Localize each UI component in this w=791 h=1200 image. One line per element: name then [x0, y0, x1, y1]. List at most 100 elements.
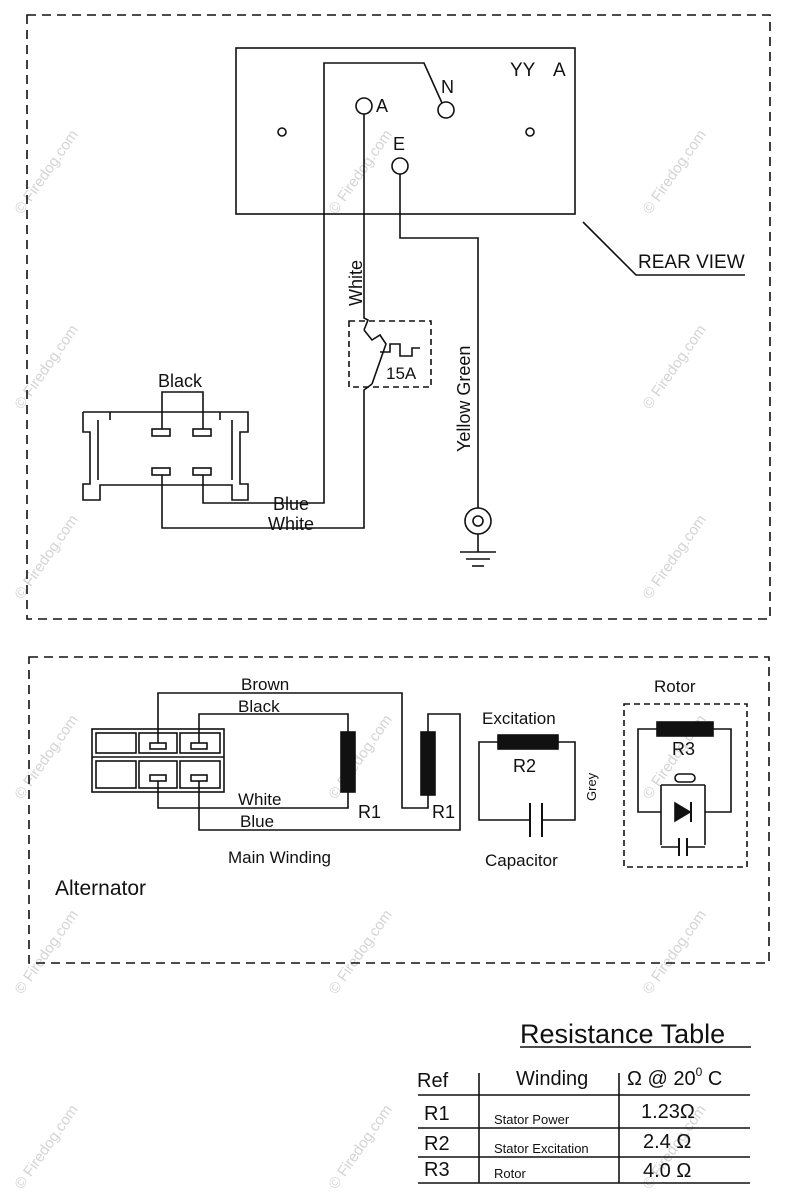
wire-white-lower [161, 383, 373, 529]
wire-black-label: Black [238, 697, 280, 716]
r1-left-label: R1 [358, 802, 381, 822]
connector-pin [149, 742, 167, 750]
connector-cell [179, 760, 221, 789]
yy-label: YY [510, 60, 536, 81]
resistance-table-lines [418, 1046, 751, 1184]
table-value: 4.0 Ω [643, 1160, 691, 1182]
r1-winding-right [420, 731, 436, 796]
r2-winding [497, 734, 559, 750]
rear-view-leader [582, 221, 745, 276]
black-jumper [161, 391, 204, 429]
table-winding: Stator Excitation [494, 1141, 589, 1156]
wire-white-bottom-label: White [268, 514, 314, 534]
table-header-ref: Ref [417, 1070, 449, 1092]
diode-icon [674, 801, 692, 823]
terminal-a-icon [355, 97, 373, 115]
terminal-n-label: N [441, 77, 454, 97]
ground-terminal [460, 507, 496, 567]
wire-black [198, 713, 349, 743]
connector-pin [149, 774, 167, 782]
panel-outline [235, 47, 576, 215]
receptacle-pin [151, 428, 171, 437]
table-ref: R2 [424, 1133, 450, 1155]
watermark: © Firedog.com [639, 322, 709, 413]
terminal-e-icon [391, 157, 409, 175]
table-winding: Rotor [494, 1166, 526, 1181]
alternator-frame [28, 656, 770, 964]
wire-white-label: White [346, 260, 366, 306]
wire-brown [157, 692, 429, 809]
wire-brown-label: Brown [241, 675, 289, 694]
watermark: © Firedog.com [639, 512, 709, 603]
r3-winding [656, 721, 714, 737]
varistor-icon [674, 773, 696, 783]
wire-a-white [363, 114, 370, 331]
r1-winding-left [340, 731, 356, 793]
excitation-label: Excitation [482, 709, 556, 728]
table-header-winding: Winding [516, 1068, 588, 1090]
table-value: 2.4 Ω [643, 1131, 691, 1153]
capacitor-label: Capacitor [485, 851, 558, 870]
watermark: © Firedog.com [11, 127, 81, 218]
wire-yellow-green [399, 174, 479, 508]
watermark: © Firedog.com [11, 1102, 81, 1193]
watermark: © Firedog.com [639, 907, 709, 998]
wire-white [157, 781, 349, 809]
rotor-circuit [623, 703, 748, 868]
watermark: © Firedog.com [639, 127, 709, 218]
breaker-switch [363, 329, 387, 385]
rotor-frame [623, 703, 748, 868]
table-value: 1.23Ω [641, 1101, 695, 1123]
alternator-wires [157, 692, 461, 831]
watermark: © Firedog.com [325, 1102, 395, 1193]
table-ref: R3 [424, 1159, 450, 1181]
grey-label: Grey [584, 772, 599, 801]
excitation-loop-right [542, 741, 576, 821]
wire-blue-label: Blue [240, 812, 274, 831]
connector-cell [95, 732, 137, 754]
connector-cell [179, 732, 221, 754]
r3-label: R3 [672, 739, 695, 759]
terminal-n-icon [437, 101, 455, 119]
watermark: © Firedog.com [11, 322, 81, 413]
alternator-title: Alternator [55, 877, 146, 900]
rear-view-frame [26, 14, 771, 620]
wire-black-label: Black [158, 371, 203, 391]
breaker-box [348, 320, 432, 388]
connector-pin [190, 774, 208, 782]
breaker-thermal [380, 343, 420, 357]
rear-view-wires [161, 62, 479, 529]
watermark: © Firedog.com [11, 712, 81, 803]
wire-n [202, 62, 443, 504]
wire-blue [198, 713, 461, 831]
connector-pin [190, 742, 208, 750]
watermark: © Firedog.com [325, 127, 395, 218]
receptacle-pin [192, 467, 212, 476]
breaker-label: 15A [386, 364, 417, 383]
receptacle-connector [82, 391, 249, 501]
table-ref: R1 [424, 1103, 450, 1125]
excitation-loop [478, 741, 530, 821]
connector-cell [95, 760, 137, 789]
control-panel [235, 47, 576, 215]
watermark: © Firedog.com [325, 907, 395, 998]
wire-blue-label: Blue [273, 494, 309, 514]
mount-hole-left [277, 127, 287, 137]
watermark: © Firedog.com [325, 712, 395, 803]
wire-yellow-green-label: Yellow Green [454, 346, 474, 452]
r1-right-label: R1 [432, 802, 455, 822]
breaker-15a [348, 320, 432, 388]
excitation-circuit [478, 734, 576, 837]
terminal-e-label: E [393, 134, 405, 154]
table-winding: Stator Power [494, 1112, 570, 1127]
wire-white-label: White [238, 790, 281, 809]
mount-hole-right [525, 127, 535, 137]
receptacle-pin [151, 467, 171, 476]
receptacle-pin [192, 428, 212, 437]
r2-label: R2 [513, 756, 536, 776]
terminal-a-label: A [376, 96, 388, 116]
ground-lug-inner [472, 515, 484, 527]
watermark: © Firedog.com [11, 907, 81, 998]
rotor-label: Rotor [654, 677, 696, 696]
